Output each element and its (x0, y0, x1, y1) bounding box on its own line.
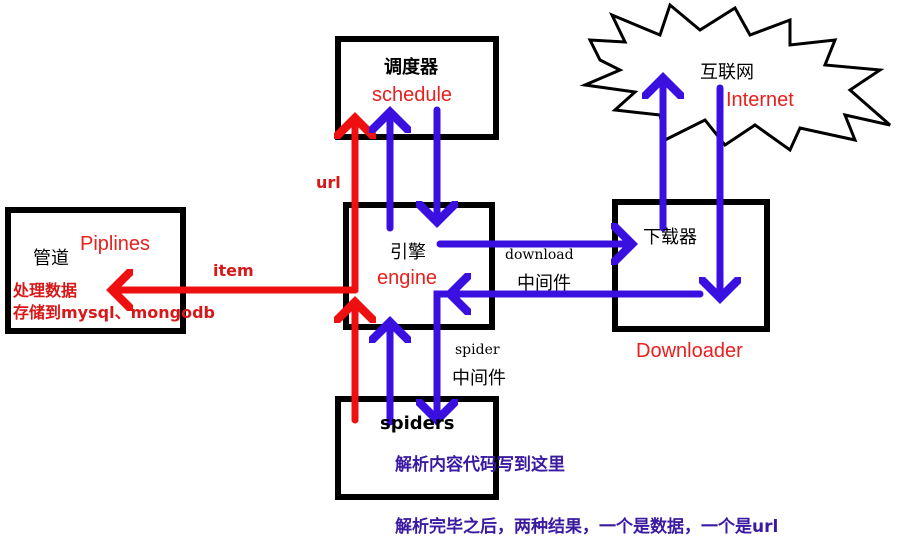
spiders-en: spiders (380, 413, 454, 434)
downloader-box (612, 199, 770, 332)
engine-en: engine (377, 267, 437, 289)
pipelines-line1: 处理数据 (12, 281, 77, 300)
downloader-en: Downloader (636, 340, 743, 362)
url-label: url (316, 173, 341, 192)
downloader-cn: 下载器 (643, 227, 697, 248)
scheduler-en: schedule (372, 84, 452, 106)
download-middleware-label-1: download (505, 247, 574, 263)
engine-cn: 引擎 (390, 242, 426, 263)
download-middleware-label-2: 中间件 (517, 273, 571, 294)
downloader-to-engine-arrow (437, 290, 704, 420)
item-label: item (213, 261, 254, 280)
spider-middleware-label-2: 中间件 (452, 368, 506, 389)
spider-middleware-label-1: spider (455, 342, 500, 358)
pipelines-line2: 存储到mysql、mongodb (13, 303, 215, 322)
internet-en: Internet (726, 89, 794, 111)
internet-cn: 互联网 (700, 62, 754, 83)
pipelines-en: Piplines (80, 233, 150, 255)
footer-note: 解析完毕之后，两种结果，一个是数据，一个是url (395, 516, 778, 537)
scheduler-cn: 调度器 (384, 56, 439, 78)
spiders-note: 解析内容代码写到这里 (395, 454, 565, 475)
engine-box (343, 202, 495, 330)
pipelines-box (5, 207, 186, 334)
pipelines-cn: 管道 (33, 248, 69, 269)
